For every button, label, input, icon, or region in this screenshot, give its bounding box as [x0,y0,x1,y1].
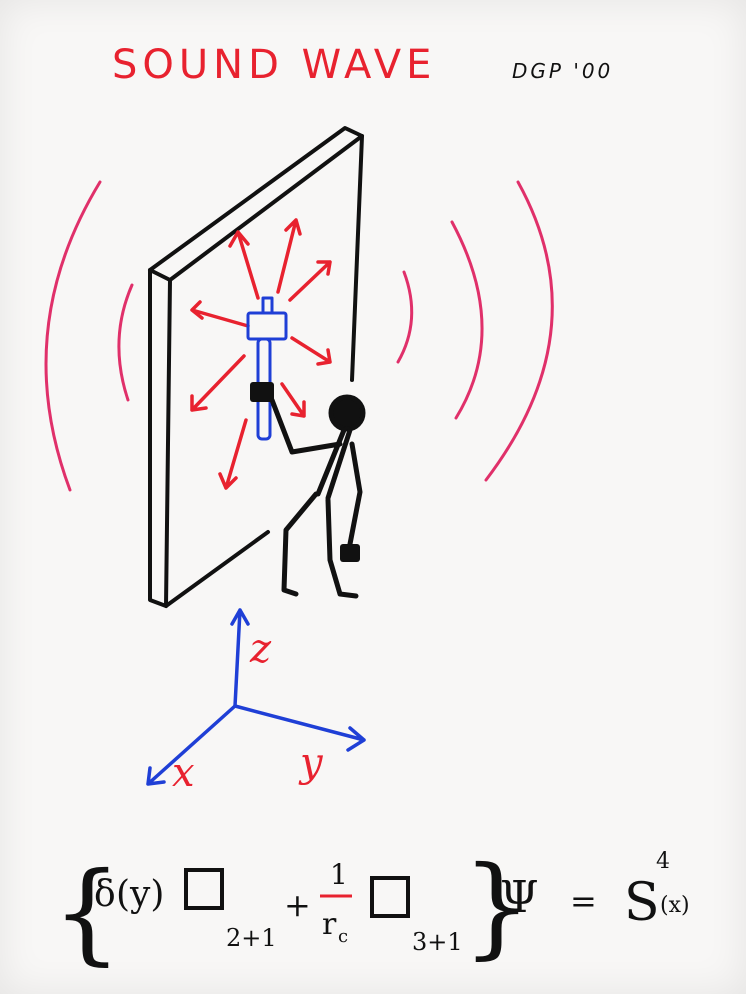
figure-hand [250,382,274,402]
eq-plus: + [284,886,311,924]
eq-source-arg: (x) [660,893,690,918]
arrow-down-left [192,356,244,410]
figure-left-arm [350,444,360,544]
equation: { δ (y) 2+1 + 1 r c 3+1 } Ψ = S 4 (x) [52,842,690,976]
eq-box-sub-1: 2+1 [226,924,277,952]
stick-figure [272,397,363,596]
axis-label-x: x [172,750,195,796]
eq-equals: = [570,882,597,920]
arrow-up-left [230,232,258,298]
hammer-head [248,313,286,339]
right-outer-arc [486,182,552,480]
signature: DGP '00 [512,59,613,83]
eq-frac-num: 1 [330,858,348,891]
figure-fist [340,544,360,562]
arrow-up-right [290,262,330,300]
axis-label-y: y [298,740,324,786]
eq-delta: δ [94,874,116,915]
eq-source: S [624,873,660,933]
figure-left-leg [284,494,316,594]
eq-field: Ψ [500,872,539,923]
figure-head [331,397,363,429]
left-outer-arc [46,182,100,490]
eq-frac-den: r [322,907,337,942]
eq-box-2 [372,878,408,916]
hammer-top [263,298,272,313]
arrow-right [292,338,330,364]
arrow-down [220,420,246,488]
arrow-left [192,302,248,326]
eq-frac-den-sub: c [338,926,348,947]
left-inner-arc [119,285,132,400]
title: SOUND WAVE [112,42,436,88]
figure-torso [318,430,350,498]
right-inner-arc [398,272,412,362]
right-middle-arc [452,222,482,418]
eq-box-sub-2: 3+1 [412,928,463,956]
axis-label-z: z [249,626,272,672]
arrow-up [278,220,300,292]
eq-box-1 [186,870,222,908]
eq-delta-arg: (y) [116,874,164,915]
axis-z [232,610,248,706]
arrow-down-right [282,384,304,416]
eq-source-sup: 4 [656,849,670,874]
